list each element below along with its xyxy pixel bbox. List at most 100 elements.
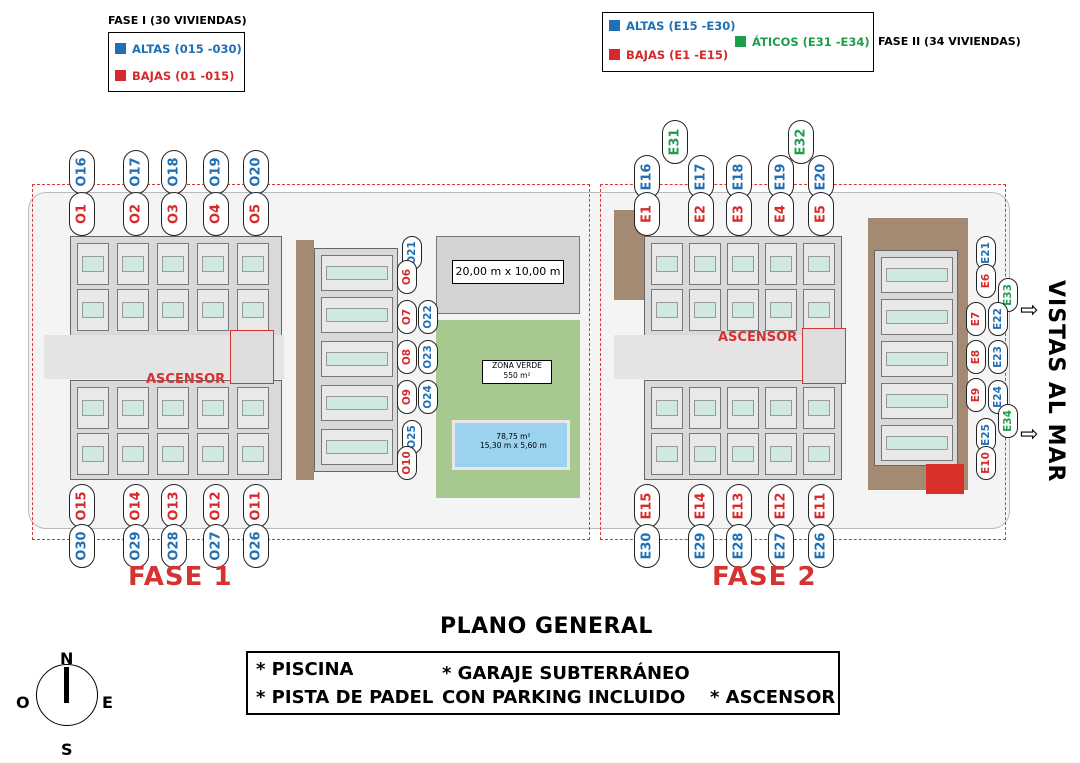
unit-marker: E32 [788, 120, 814, 164]
unit-marker: O14 [123, 484, 149, 528]
apartment-unit [237, 243, 269, 285]
apartment-unit [881, 425, 953, 461]
unit-label: O15 [74, 491, 90, 521]
sea-view-label: VISTAS AL MAR [1043, 280, 1068, 483]
legend-item-aticos: ÁTICOS (E31 -E34) [735, 35, 870, 49]
unit-marker: E4 [768, 192, 794, 236]
fase2-label: FASE 2 [712, 562, 817, 592]
unit-label: O3 [166, 203, 182, 225]
unit-label: O27 [208, 531, 224, 561]
unit-label: E26 [813, 532, 829, 560]
compass-east: E [102, 693, 113, 712]
unit-label: E2 [693, 205, 709, 223]
unit-label: O23 [422, 345, 434, 369]
unit-label: O9 [401, 388, 413, 406]
green-zone-title: ZONA VERDE [492, 361, 542, 370]
red-square-icon [609, 49, 620, 60]
elevator-2 [802, 328, 846, 384]
amenity-padel: * PISTA DE PADEL [256, 687, 434, 708]
unit-label: E32 [793, 128, 809, 156]
unit-label: O19 [208, 157, 224, 187]
apartment-unit [321, 297, 393, 333]
unit-label: O20 [248, 157, 264, 187]
compass-north: N [60, 649, 74, 668]
red-square-icon [115, 70, 126, 81]
unit-label: O30 [74, 531, 90, 561]
unit-label: E25 [980, 424, 992, 446]
unit-label: E14 [693, 492, 709, 520]
unit-label: O11 [248, 491, 264, 521]
apartment-unit [765, 433, 797, 475]
legend-item-bajas-2: BAJAS (E1 -E15) [609, 48, 728, 62]
fase2-top-block [644, 236, 842, 336]
unit-label: O17 [128, 157, 144, 187]
fase1-side-deck [296, 240, 314, 480]
unit-label: O2 [128, 203, 144, 225]
unit-marker: O16 [69, 150, 95, 194]
apartment-unit [765, 289, 797, 331]
unit-marker: E28 [726, 524, 752, 568]
unit-marker: O7 [397, 300, 417, 334]
amenity-elevator: * ASCENSOR [710, 687, 836, 708]
unit-marker: E34 [998, 404, 1018, 438]
unit-marker: O17 [123, 150, 149, 194]
unit-label: O1 [74, 203, 90, 225]
unit-marker: O24 [418, 380, 438, 414]
unit-label: E15 [639, 492, 655, 520]
green-zone [436, 320, 580, 498]
unit-marker: O8 [397, 340, 417, 374]
unit-marker: E29 [688, 524, 714, 568]
green-zone-area: 550 m² [503, 371, 531, 380]
unit-label: O18 [166, 157, 182, 187]
unit-marker: O6 [397, 260, 417, 294]
unit-marker: E10 [976, 446, 996, 480]
unit-label: E21 [980, 242, 992, 264]
apartment-unit [651, 243, 683, 285]
unit-marker: E18 [726, 155, 752, 199]
unit-label: E28 [731, 532, 747, 560]
legend-aticos-label: ÁTICOS (E31 -E34) [752, 35, 870, 49]
unit-marker: O15 [69, 484, 95, 528]
unit-marker: O4 [203, 192, 229, 236]
compass-needle-icon [64, 667, 69, 703]
unit-label: E16 [639, 163, 655, 191]
legend-altas-label: ALTAS (015 -030) [132, 42, 242, 56]
unit-label: E10 [980, 452, 992, 474]
fase1-bottom-block [70, 380, 282, 480]
apartment-unit [197, 243, 229, 285]
unit-marker: O3 [161, 192, 187, 236]
unit-label: O16 [74, 157, 90, 187]
unit-label: E13 [731, 492, 747, 520]
apartment-unit [77, 433, 109, 475]
fase1-top-block [70, 236, 282, 336]
apartment-unit [117, 433, 149, 475]
unit-label: O8 [401, 348, 413, 366]
apartment-unit [803, 433, 835, 475]
apartment-unit [157, 289, 189, 331]
unit-label: O6 [401, 268, 413, 286]
amenity-parking: CON PARKING INCLUIDO [442, 687, 686, 708]
unit-marker: O26 [243, 524, 269, 568]
apartment-unit [689, 289, 721, 331]
amenity-garage: * GARAJE SUBTERRÁNEO [442, 663, 690, 684]
unit-label: O26 [248, 531, 264, 561]
unit-label: O14 [128, 491, 144, 521]
phase1-legend-title: FASE I (30 VIVIENDAS) [108, 14, 247, 27]
amenities-box: * PISCINA * PISTA DE PADEL * GARAJE SUBT… [246, 651, 840, 715]
phase2-legend: ALTAS (E15 -E30) BAJAS (E1 -E15) ÁTICOS … [602, 12, 874, 72]
apartment-unit [77, 243, 109, 285]
green-square-icon [735, 36, 746, 47]
unit-label: E7 [970, 311, 982, 327]
unit-label: E12 [773, 492, 789, 520]
unit-label: O12 [208, 491, 224, 521]
unit-label: E8 [970, 349, 982, 365]
unit-label: E9 [970, 387, 982, 403]
apartment-unit [77, 289, 109, 331]
unit-label: O7 [401, 308, 413, 326]
unit-marker: O27 [203, 524, 229, 568]
unit-label: E19 [773, 163, 789, 191]
technical-room [926, 464, 964, 494]
fase2-bottom-block [644, 380, 842, 480]
pool-dims: 15,30 m x 5,60 m [480, 441, 547, 450]
unit-label: E17 [693, 163, 709, 191]
